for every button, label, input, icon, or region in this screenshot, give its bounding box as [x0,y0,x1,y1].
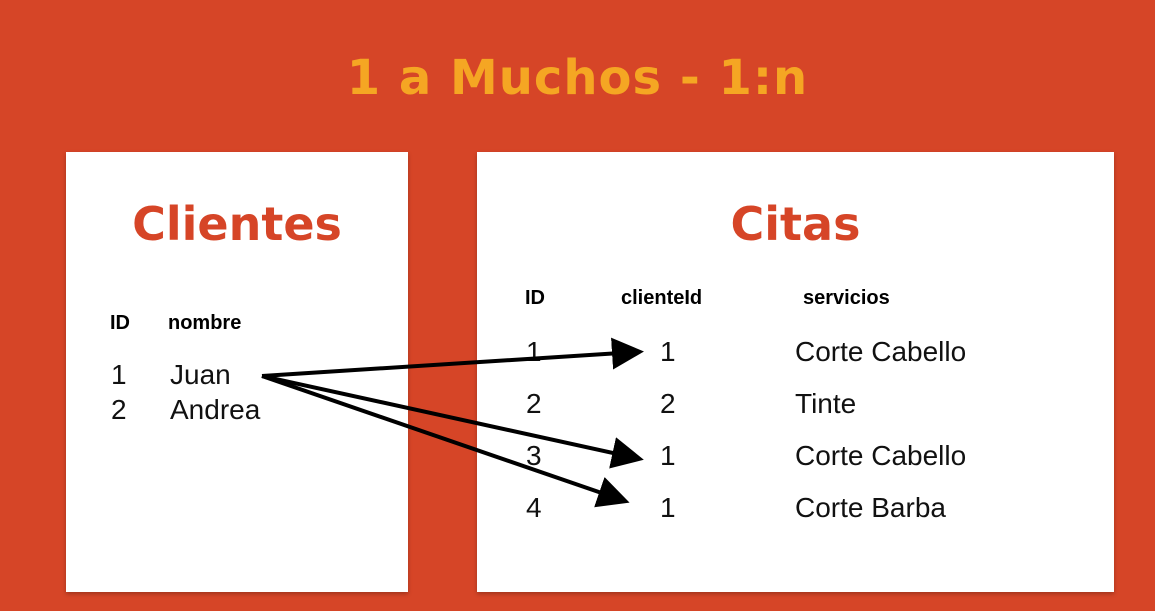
citas-table-card: Citas ID clienteId servicios 1 1 Corte C… [477,152,1114,592]
citas-row-2-servicios: Tinte [795,388,857,419]
clientes-header-nombre: nombre [168,312,242,334]
citas-row-1-servicios: Corte Cabello [795,336,967,367]
arrow-cliente-1-to-cita-4 [261,374,630,508]
clientes-row-2-id: 2 [111,394,127,425]
citas-row-3-id: 3 [526,440,542,471]
arrow-cliente-1-to-cita-1 [261,337,644,378]
citas-row-4-id: 4 [526,492,542,523]
clientes-row-1-nombre: Juan [170,359,231,390]
arrow-cliente-1-to-cita-3 [261,374,644,469]
citas-row-4-clienteid: 1 [660,492,676,523]
slide-title: 1 a Muchos - 1:n [346,50,809,106]
citas-table-title: Citas [730,197,861,251]
citas-header-servicios: servicios [803,287,890,309]
clientes-table-title: Clientes [132,197,342,251]
citas-row-2-clienteid: 2 [660,388,676,419]
citas-row-4-servicios: Corte Barba [795,492,946,523]
citas-row-1-clienteid: 1 [660,336,676,367]
citas-row-3-clienteid: 1 [660,440,676,471]
clientes-row-2-nombre: Andrea [170,394,261,425]
citas-row-2-id: 2 [526,388,542,419]
citas-header-id: ID [525,287,545,309]
citas-header-clienteid: clienteId [621,287,703,309]
citas-row-3-servicios: Corte Cabello [795,440,967,471]
clientes-row-1-id: 1 [111,359,127,390]
clientes-header-id: ID [110,312,130,334]
